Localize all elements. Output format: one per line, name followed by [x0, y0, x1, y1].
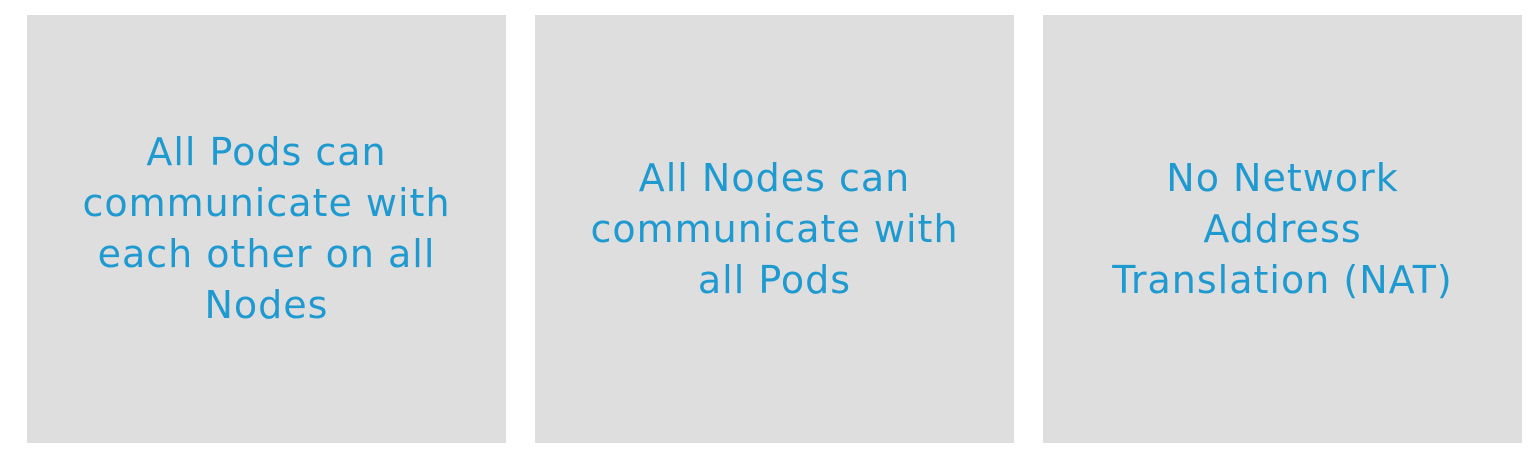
- no-nat-card: No Network Address Translation (NAT): [1043, 15, 1522, 443]
- card-text: All Nodes can communicate with all Pods: [570, 153, 978, 306]
- card-text-line: all Pods: [697, 257, 852, 302]
- card-text-line: communicate with: [590, 206, 959, 251]
- node-to-pod-card: All Nodes can communicate with all Pods: [535, 15, 1014, 443]
- card-text-line: Address: [1203, 206, 1362, 251]
- card-text-line: communicate with: [82, 181, 451, 225]
- pod-to-pod-card: All Pods can communicate with each other…: [27, 15, 506, 443]
- card-text: No Network Address Translation (NAT): [1092, 153, 1472, 306]
- card-text-line: Nodes: [204, 283, 329, 327]
- card-text-line: Translation (NAT): [1112, 257, 1453, 302]
- card-text-line: No Network: [1166, 155, 1399, 200]
- card-text: All Pods can communicate with each other…: [62, 127, 470, 331]
- card-text-line: All Pods can: [146, 130, 387, 174]
- card-text-line: each other on all: [97, 232, 436, 276]
- card-text-line: All Nodes can: [638, 155, 911, 200]
